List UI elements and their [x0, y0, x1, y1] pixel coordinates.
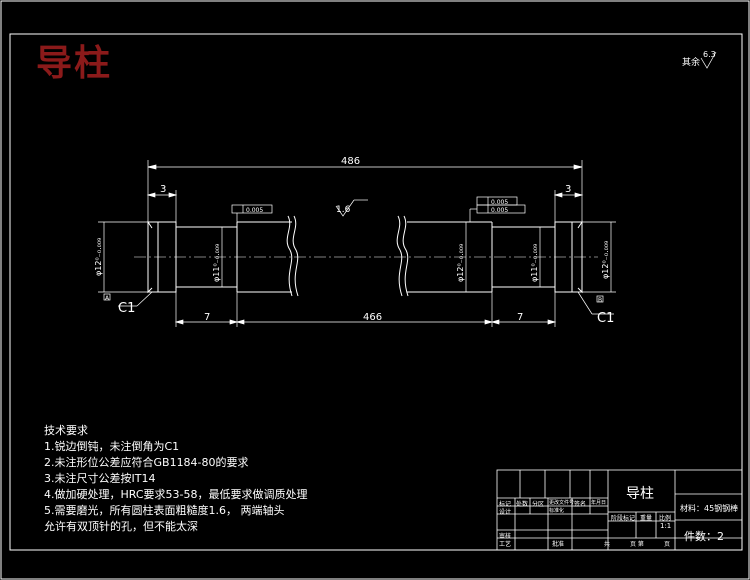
- tb-zone-label: 分区: [532, 501, 545, 508]
- note-item: 3.未注尺寸公差按IT14: [44, 472, 156, 485]
- tb-quantity: 件数：2: [684, 530, 724, 543]
- tb-sheet-label: 页 第: [630, 541, 644, 548]
- tb-scale-label: 比例: [659, 515, 672, 522]
- drawing-title: 导柱: [36, 42, 113, 84]
- tb-mark-label: 标记: [499, 501, 512, 508]
- tb-approve-label: 批准: [552, 541, 565, 548]
- datum-right: B: [598, 297, 602, 304]
- title-block: [496, 469, 743, 551]
- roughness-other-value: 6.3: [703, 50, 716, 59]
- tol-left: 0.005: [246, 207, 263, 214]
- tb-count-label: 处数: [516, 501, 529, 508]
- dim-middle: 466: [363, 312, 382, 323]
- note-item: 4.做加硬处理，HRC要求53-58，最低要求做调质处理: [44, 488, 308, 501]
- dim-right-journal: 7: [517, 312, 523, 323]
- tb-page-label: 页: [664, 541, 671, 548]
- note-item: 5.需要磨光，所有圆柱表面粗糙度1.6， 两端轴头: [44, 504, 285, 517]
- dia-right-journal: φ11⁰₋₀.₀₀₉: [530, 244, 539, 282]
- tol-right-1: 0.005: [491, 199, 508, 206]
- dim-left-shoulder: 3: [160, 184, 166, 195]
- note-item: 1.锐边倒钝，未注倒角为C1: [44, 440, 180, 453]
- tb-weight-label: 重量: [640, 515, 653, 522]
- dim-roughness-center: 1.6: [336, 205, 351, 215]
- note-item: 2.未注形位公差应符合GB1184-80的要求: [44, 456, 249, 469]
- tb-total-label: 共: [604, 541, 611, 548]
- dimension-lines: [98, 51, 717, 327]
- tol-right-2: 0.005: [491, 207, 508, 214]
- technical-notes: 技术要求 1.锐边倒钝，未注倒角为C1 2.未注形位公差应符合GB1184-80…: [44, 423, 308, 535]
- roughness-other-label: 其余: [682, 58, 701, 68]
- inner-border: [9, 33, 743, 551]
- datum-left: A: [105, 295, 110, 302]
- break-marks: [286, 215, 409, 297]
- tb-sign-label: 签名: [574, 501, 587, 508]
- dia-left-journal: φ11⁰₋₀.₀₀₉: [212, 244, 221, 282]
- tb-review-label: 审核: [499, 533, 512, 540]
- notes-heading: 技术要求: [44, 424, 88, 437]
- tb-stage-label: 阶段标记: [611, 515, 636, 522]
- chamfer-left: C1: [118, 301, 135, 316]
- chamfer-right: C1: [597, 311, 614, 326]
- tb-date-label: 年月日: [591, 500, 607, 506]
- dia-mid: φ12⁰₋₀.₀₀₉: [456, 244, 465, 282]
- dim-left-journal: 7: [204, 312, 210, 323]
- tb-process-label: 工艺: [499, 541, 512, 548]
- dim-right-shoulder: 3: [565, 184, 571, 195]
- tb-design-label: 设计: [499, 509, 512, 516]
- tb-doc-label: 更改文件号: [549, 500, 575, 506]
- note-item: 允许有双顶针的孔，但不能太深: [44, 520, 198, 533]
- dim-overall: 486: [341, 156, 360, 167]
- tb-scale-value: 1:1: [660, 522, 672, 530]
- dia-left-end: φ12⁰₋₀.₀₀₉: [94, 238, 103, 276]
- tb-standard-label: 标准化: [549, 508, 565, 514]
- tb-material: 材料：45钢钢棒: [680, 504, 739, 513]
- dia-right-end: φ12⁰₋₀.₀₀₉: [601, 241, 610, 279]
- tb-part-name: 导柱: [626, 486, 654, 502]
